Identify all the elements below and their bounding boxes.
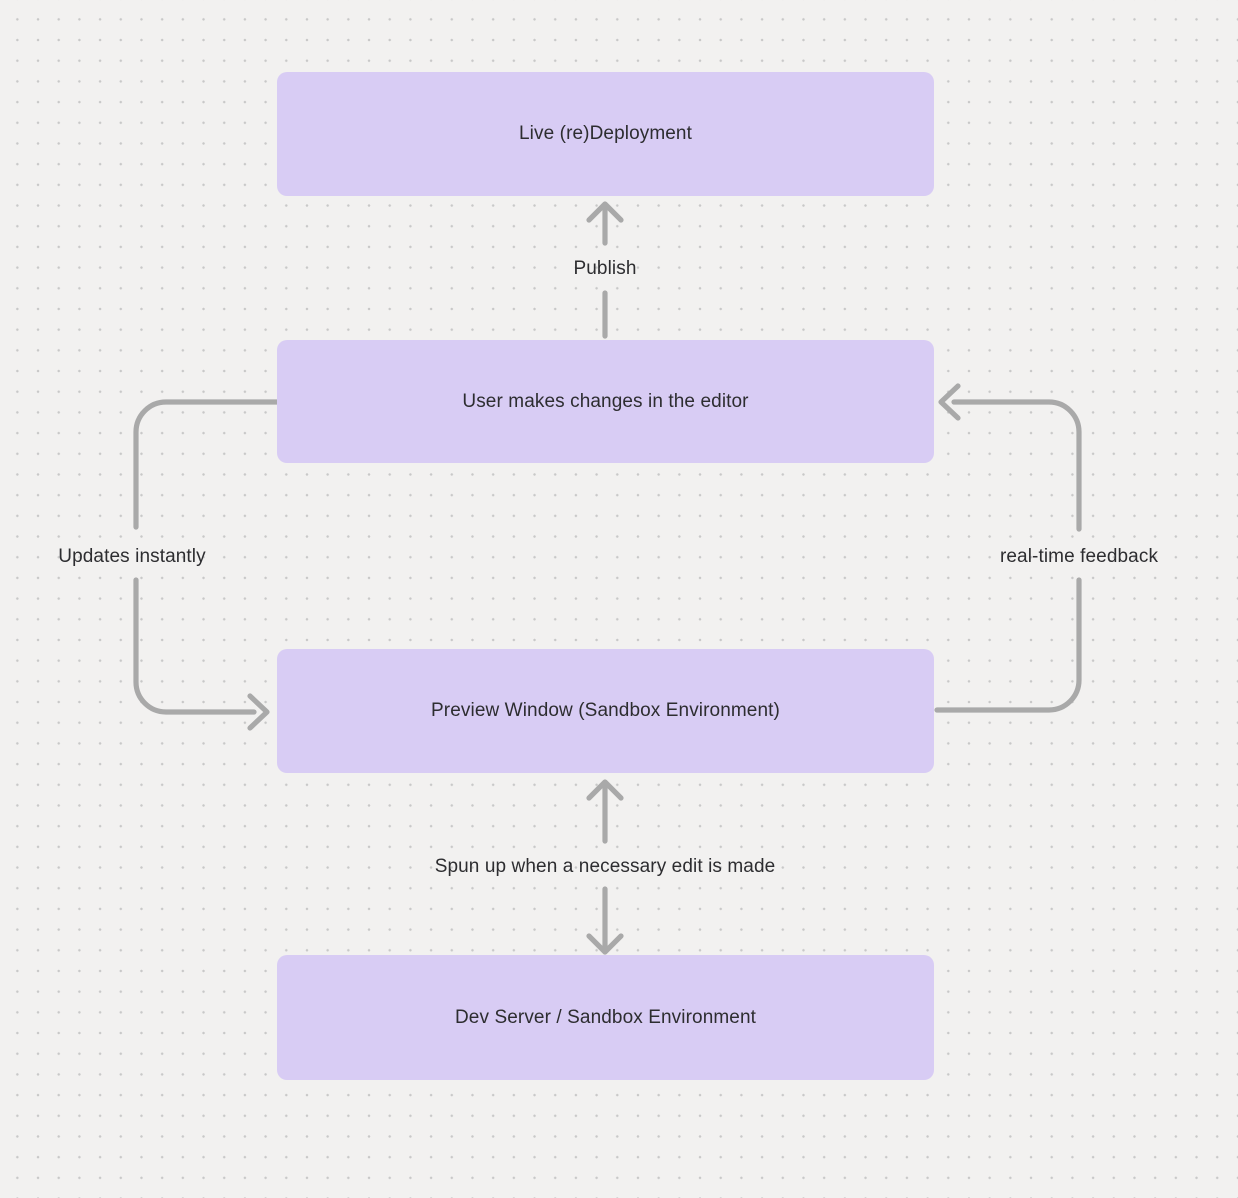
edge-label-spun-up: Spun up when a necessary edit is made (434, 856, 776, 877)
publish-arrow (586, 201, 624, 339)
node-live-deployment-label: Live (re)Deployment (519, 123, 692, 144)
edge-label-real-time-feedback: real-time feedback (999, 546, 1159, 567)
node-dev-server: Dev Server / Sandbox Environment (277, 955, 934, 1080)
node-preview-window: Preview Window (Sandbox Environment) (277, 649, 934, 773)
node-live-deployment: Live (re)Deployment (277, 72, 934, 196)
node-dev-server-label: Dev Server / Sandbox Environment (454, 1006, 756, 1028)
updates-instantly-arrow (133, 399, 280, 731)
spun-up-arrows (586, 779, 624, 955)
node-user-editor: User makes changes in the editor (277, 340, 934, 463)
node-user-editor-label: User makes changes in the editor (462, 390, 749, 412)
edge-label-updates-instantly: Updates instantly (58, 546, 206, 567)
edge-label-publish: Publish (573, 258, 637, 279)
real-time-feedback-arrow (934, 383, 1082, 713)
node-preview-window-label: Preview Window (Sandbox Environment) (431, 700, 780, 721)
